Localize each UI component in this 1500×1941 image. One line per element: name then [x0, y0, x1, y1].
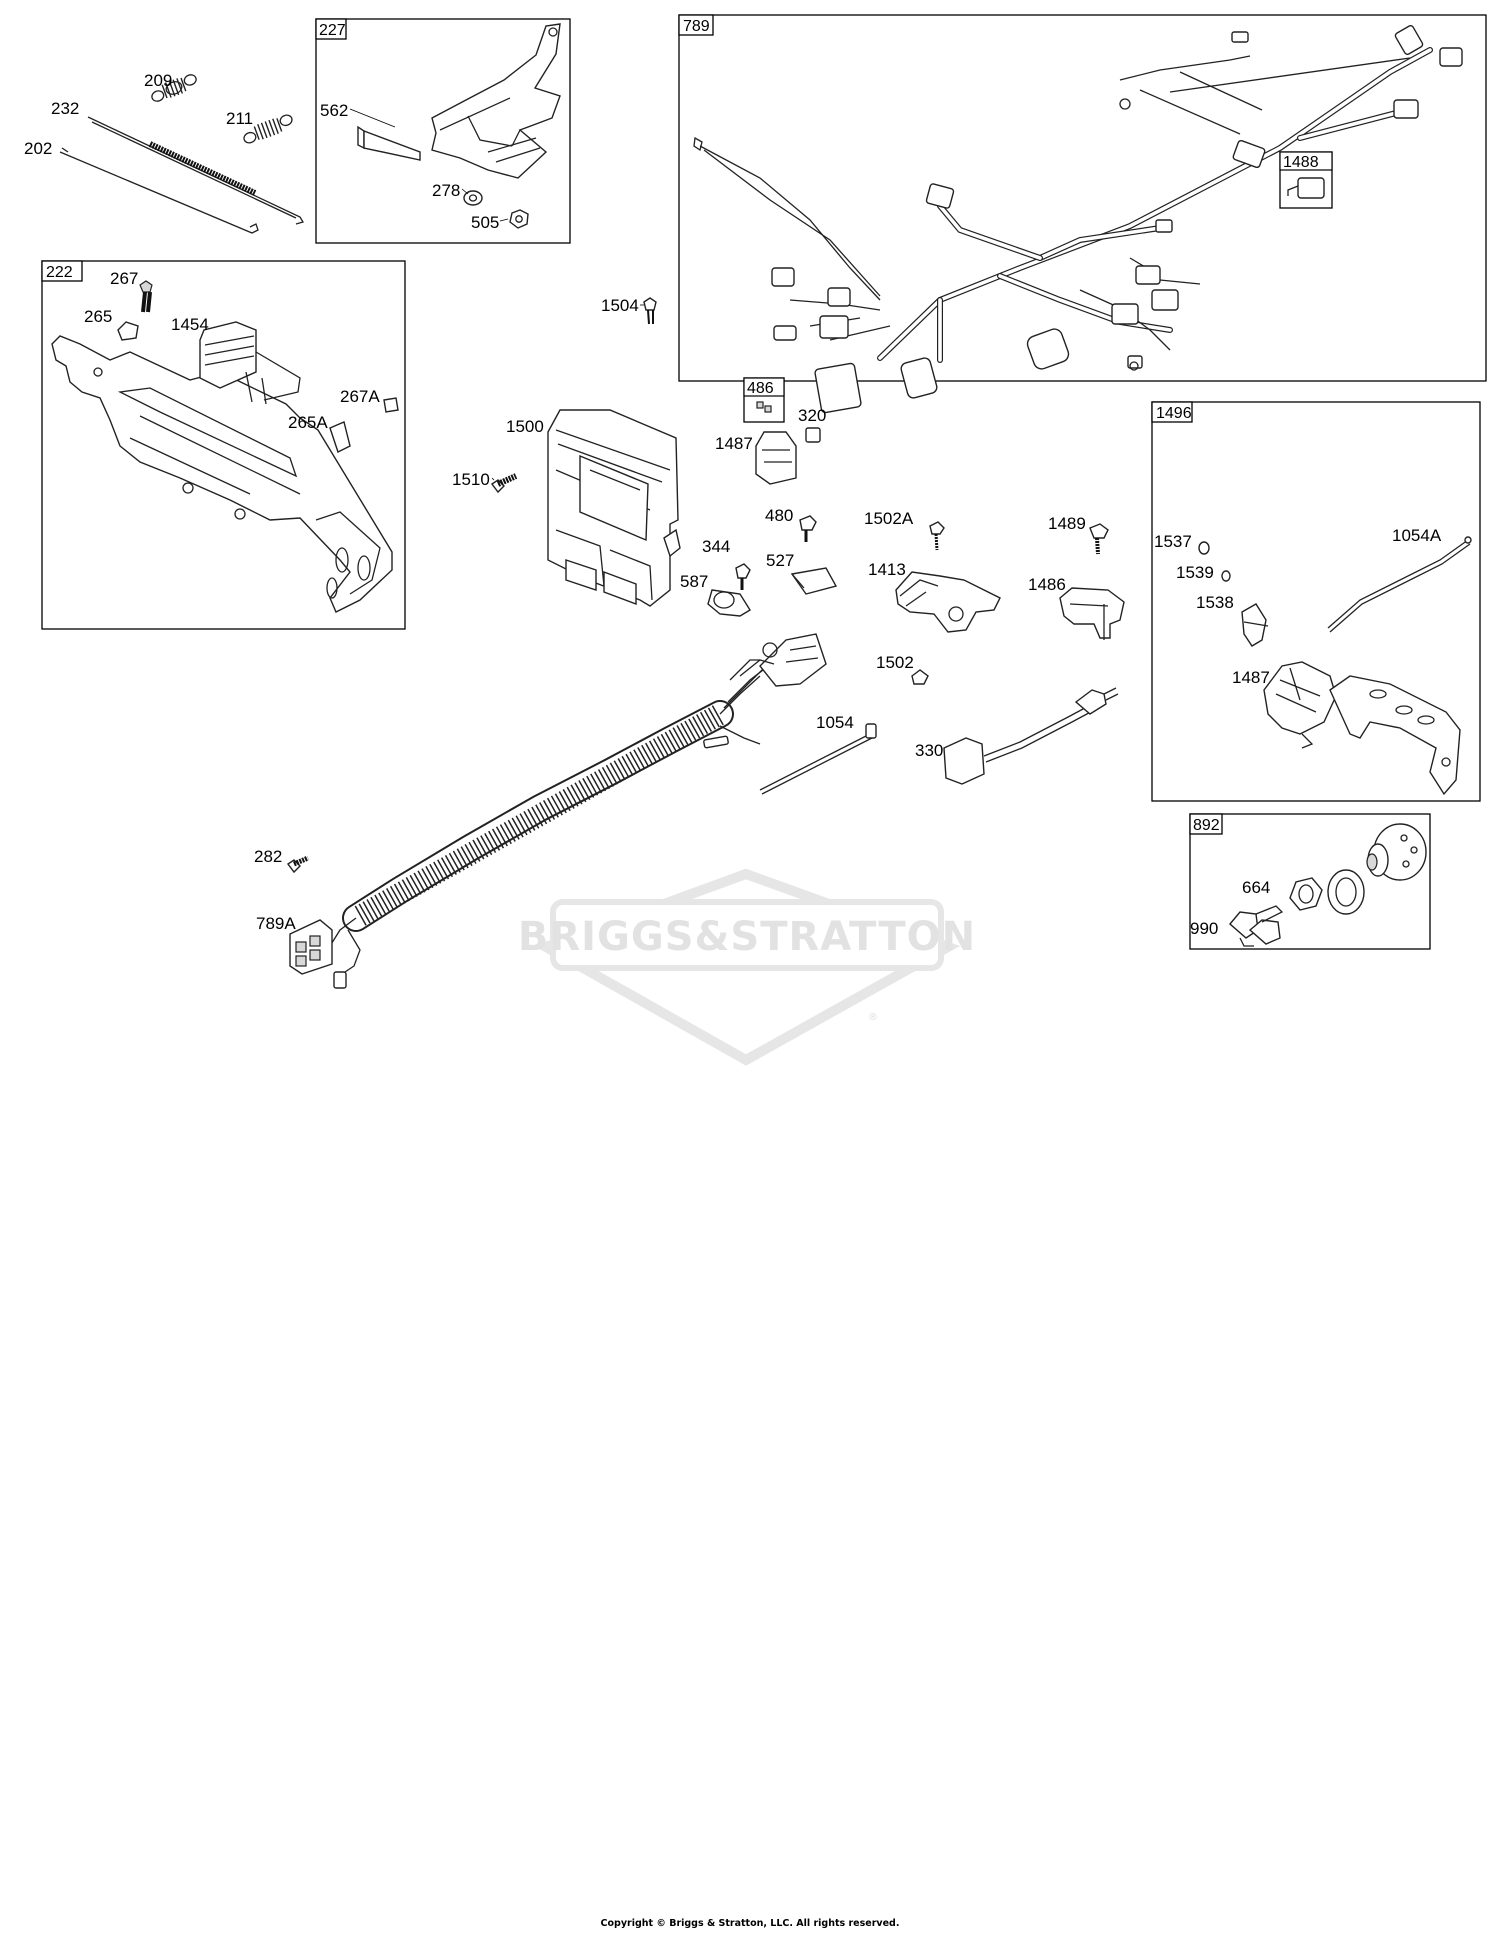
watermark-logo: BRIGGS&STRATTON ® [518, 868, 976, 1066]
group-1488-tag: 1488 [1283, 154, 1319, 171]
label-1510: 1510 [452, 470, 490, 489]
label-1500: 1500 [506, 417, 544, 436]
group-1496-tag: 1496 [1156, 405, 1192, 422]
label-505: 505 [471, 213, 499, 232]
label-267: 267 [110, 269, 138, 288]
label-1487-harness: 1487 [715, 434, 753, 453]
label-587: 587 [680, 572, 708, 591]
label-211: 211 [226, 109, 253, 128]
label-1539: 1539 [1176, 563, 1214, 582]
label-789A: 789A [256, 914, 296, 933]
harness-789a [286, 633, 827, 989]
label-1537: 1537 [1154, 532, 1192, 551]
group-789-box: 789 [678, 14, 1487, 485]
label-1054A: 1054A [1392, 526, 1442, 545]
label-562: 562 [320, 101, 348, 120]
ecu-module [490, 297, 681, 607]
label-1054: 1054 [816, 713, 854, 732]
label-320: 320 [798, 406, 826, 425]
label-265: 265 [84, 307, 112, 326]
label-344: 344 [702, 537, 730, 556]
watermark-registered: ® [868, 1012, 878, 1023]
group-892-box: 892 [1189, 813, 1431, 950]
watermark-text: BRIGGS&STRATTON [518, 914, 976, 960]
group-486-tag: 486 [747, 380, 774, 397]
label-1502A: 1502A [864, 509, 914, 528]
group-222-box: 222 [41, 260, 406, 630]
label-278: 278 [432, 181, 460, 200]
group-227-box: 227 [315, 18, 571, 244]
copyright-footer: Copyright © Briggs & Stratton, LLC. All … [600, 1918, 900, 1929]
leader-lines [349, 108, 644, 481]
label-282: 282 [254, 847, 282, 866]
group-789-tag: 789 [683, 18, 710, 35]
label-527: 527 [766, 551, 794, 570]
group-227-tag: 227 [319, 22, 346, 39]
label-1454: 1454 [171, 315, 209, 334]
label-1489: 1489 [1048, 514, 1086, 533]
group-1496-box: 1496 [1151, 401, 1481, 802]
label-202: 202 [24, 139, 52, 158]
label-267A: 267A [340, 387, 380, 406]
part-labels: 209 232 211 202 562 278 505 267 265 1454… [24, 71, 1442, 938]
label-1538: 1538 [1196, 593, 1234, 612]
label-990: 990 [1190, 919, 1218, 938]
group-892-tag: 892 [1193, 817, 1220, 834]
label-664: 664 [1242, 878, 1270, 897]
clips-and-fasteners [707, 515, 1125, 795]
label-480: 480 [765, 506, 793, 525]
label-209: 209 [144, 71, 172, 90]
governor-rod-and-springs [59, 74, 304, 234]
label-1486: 1486 [1028, 575, 1066, 594]
group-222-tag: 222 [46, 264, 73, 281]
label-1504: 1504 [601, 296, 639, 315]
label-1502: 1502 [876, 653, 914, 672]
label-232: 232 [51, 99, 79, 118]
label-265A: 265A [288, 413, 328, 432]
label-1487-bracket: 1487 [1232, 668, 1270, 687]
label-1413: 1413 [868, 560, 906, 579]
label-330: 330 [915, 741, 943, 760]
